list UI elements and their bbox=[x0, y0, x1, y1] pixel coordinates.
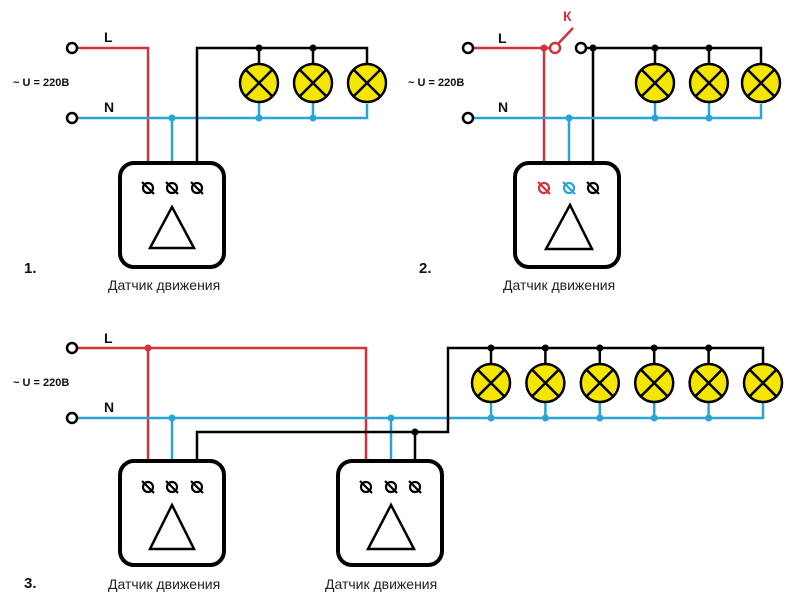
load-wire bbox=[586, 46, 763, 64]
sensor-label: Датчик движения bbox=[325, 576, 437, 592]
input-terminal-N bbox=[65, 411, 79, 425]
neutral-wire bbox=[77, 402, 765, 420]
diagram-3: L N ~ U = 220В 3. Датчик движения Датчик… bbox=[13, 330, 784, 592]
neutral-label: N bbox=[104, 99, 114, 115]
motion-sensor bbox=[118, 161, 226, 269]
junction-dot bbox=[705, 344, 713, 352]
motion-sensor bbox=[118, 459, 226, 567]
junction-dot bbox=[565, 114, 573, 122]
junction-dot bbox=[705, 414, 713, 422]
lamp-icon bbox=[688, 362, 729, 404]
diagram-2: L N К ~ U = 220В 2. Датчик движения bbox=[408, 8, 782, 293]
junction-dot bbox=[596, 414, 604, 422]
lamp-icon bbox=[525, 362, 566, 404]
phase-label: L bbox=[104, 330, 113, 346]
sensor-label: Датчик движения bbox=[108, 277, 220, 293]
phase-wire bbox=[77, 346, 368, 483]
screw-terminal-icon bbox=[141, 181, 155, 195]
screw-terminal-icon bbox=[359, 480, 373, 494]
lamp-icon bbox=[470, 362, 512, 404]
junction-dot bbox=[168, 114, 176, 122]
switch-contact bbox=[548, 41, 562, 55]
screw-terminal-icon bbox=[165, 480, 179, 494]
sensor-triangle-icon bbox=[543, 202, 595, 251]
screw-terminal-icon bbox=[190, 181, 204, 195]
lamp-icon bbox=[740, 62, 782, 104]
phase-label: L bbox=[498, 30, 507, 46]
load-wire bbox=[195, 46, 369, 185]
lamp-icon bbox=[633, 362, 675, 404]
lamp-icon bbox=[238, 62, 280, 104]
junction-dot bbox=[411, 428, 419, 436]
junction-dot bbox=[387, 414, 395, 422]
load-wire bbox=[195, 346, 765, 483]
screw-terminal-icon bbox=[586, 181, 600, 195]
lamp-icon bbox=[292, 62, 334, 104]
junction-dot bbox=[309, 114, 317, 122]
junction-dot bbox=[650, 344, 658, 352]
neutral-wire bbox=[77, 104, 369, 120]
sensor-triangle-icon bbox=[147, 502, 197, 551]
sensor-label: Датчик движения bbox=[108, 576, 220, 592]
voltage-label: ~ U = 220В bbox=[13, 77, 69, 89]
sensor-triangle-icon bbox=[365, 502, 417, 551]
junction-dot bbox=[651, 44, 659, 52]
diagram-number: 1. bbox=[24, 260, 37, 277]
diagram-number: 3. bbox=[24, 575, 37, 592]
screw-terminal-icon bbox=[408, 480, 422, 494]
junction-dot bbox=[541, 414, 549, 422]
junction-dot bbox=[651, 114, 659, 122]
lamp-row bbox=[470, 344, 784, 422]
junction-dot bbox=[255, 114, 263, 122]
input-terminal-N bbox=[65, 111, 79, 125]
switch-lever bbox=[555, 27, 574, 47]
lamp-icon bbox=[742, 362, 784, 404]
screw-terminal-icon bbox=[384, 480, 398, 494]
junction-dot bbox=[540, 44, 548, 52]
junction-dot bbox=[705, 44, 713, 52]
junction-dot bbox=[541, 344, 549, 352]
junction-dot bbox=[144, 344, 152, 352]
junction-dot bbox=[168, 414, 176, 422]
switch-label: К bbox=[563, 8, 572, 24]
junction-dot bbox=[596, 344, 604, 352]
screw-terminal-icon bbox=[537, 181, 551, 195]
diagram-1: L N ~ U = 220В 1. Датчик движения bbox=[13, 29, 388, 293]
screw-terminal-icon bbox=[190, 480, 204, 494]
neutral-wire bbox=[470, 104, 763, 120]
junction-dot bbox=[589, 44, 597, 52]
lamp-icon bbox=[346, 62, 388, 104]
lamp-icon bbox=[579, 362, 621, 404]
screw-terminal-icon bbox=[165, 181, 179, 195]
neutral-label: N bbox=[104, 399, 114, 415]
input-terminal-L bbox=[65, 341, 79, 355]
phase-wire bbox=[77, 46, 150, 185]
motion-sensor bbox=[336, 459, 444, 567]
voltage-label: ~ U = 220В bbox=[13, 377, 69, 389]
switch-contact bbox=[574, 41, 588, 55]
junction-dot bbox=[487, 414, 495, 422]
junction-dot bbox=[487, 344, 495, 352]
lamp-icon bbox=[688, 62, 730, 104]
junction-dot bbox=[309, 44, 317, 52]
sensor-label: Датчик движения bbox=[503, 277, 615, 293]
screw-terminal-icon bbox=[562, 181, 576, 195]
junction-dot bbox=[650, 414, 658, 422]
motion-sensor bbox=[513, 161, 621, 269]
lamp-icon bbox=[634, 62, 676, 104]
input-terminal-N bbox=[461, 111, 475, 125]
junction-dot bbox=[705, 114, 713, 122]
input-terminal-L bbox=[65, 41, 79, 55]
sensor-triangle-icon bbox=[147, 204, 197, 250]
input-terminal-L bbox=[461, 41, 475, 55]
junction-dot bbox=[255, 44, 263, 52]
voltage-label: ~ U = 220В bbox=[408, 77, 464, 89]
phase-label: L bbox=[104, 29, 113, 45]
diagram-number: 2. bbox=[419, 260, 432, 277]
neutral-label: N bbox=[498, 99, 508, 115]
screw-terminal-icon bbox=[141, 480, 155, 494]
